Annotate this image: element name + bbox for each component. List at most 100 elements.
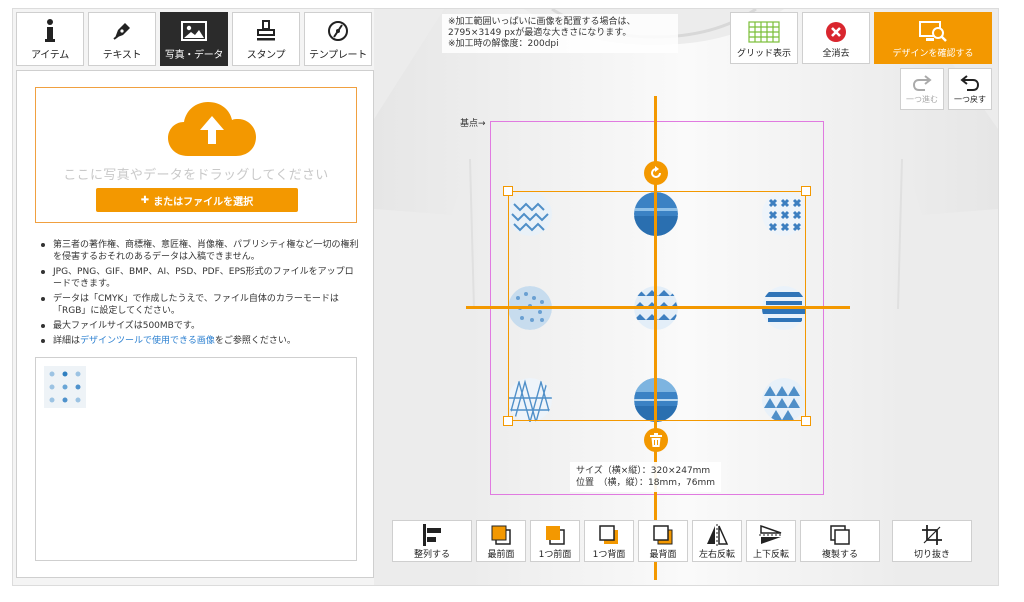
undo-button[interactable]: 一つ戻す (948, 68, 992, 110)
confirm-design-label: デザインを確認する (892, 48, 974, 59)
bring-forward-button[interactable]: 1つ前面 (530, 520, 580, 562)
arrange-toolbar: 整列する 最前面 1つ前面 1つ背面 最背面 左右反転 上下反転 複製する (392, 520, 972, 562)
image-icon (181, 18, 207, 44)
drop-instruction: ここに写真やデータをドラッグしてください (63, 168, 329, 183)
note-item-details: 詳細はデザインツールで使用できる画像をご参照ください。 (39, 335, 359, 347)
tab-text[interactable]: テキスト (88, 12, 156, 66)
flip-vertical-label: 上下反転 (752, 549, 789, 560)
template-icon (327, 18, 349, 44)
grid-icon (748, 18, 780, 46)
align-button[interactable]: 整列する (392, 520, 472, 562)
upload-notes: 第三者の著作権、商標権、意匠権、肖像権、パブリシティ権など一切の権利を侵害するお… (39, 239, 359, 350)
base-point-label: 基点→ (460, 119, 486, 129)
top-actions: グリッド表示 全消去 デザインを確認する (730, 12, 992, 64)
close-circle-icon (825, 18, 847, 46)
flip-horizontal-button[interactable]: 左右反転 (692, 520, 742, 562)
send-backward-button[interactable]: 1つ背面 (584, 520, 634, 562)
note-line: 2795×3149 pxが最適な大きさになります。 (448, 28, 632, 38)
send-backward-icon (598, 523, 620, 547)
drop-zone[interactable]: ここに写真やデータをドラッグしてください ✚ またはファイルを選択 (35, 87, 357, 223)
clear-all-label: 全消去 (822, 48, 850, 59)
size-line: サイズ（横×縦）：320×247mm (576, 466, 711, 476)
upload-panel: ここに写真やデータをドラッグしてください ✚ またはファイルを選択 第三者の著作… (16, 70, 374, 578)
note-prefix: 詳細は (53, 336, 81, 346)
duplicate-button[interactable]: 複製する (800, 520, 880, 562)
note-line: ※加工範囲いっぱいに画像を配置する場合は、 (448, 17, 636, 27)
flip-horizontal-label: 左右反転 (698, 549, 735, 560)
position-line: 位置 （横，縦）：18mm，76mm (576, 478, 715, 488)
confirm-design-button[interactable]: デザインを確認する (874, 12, 992, 64)
tab-template[interactable]: テンプレート (304, 12, 372, 66)
stamp-icon (255, 18, 277, 44)
tool-tabs: アイテム テキスト 写真・データ スタンプ テンプレート (16, 12, 372, 66)
send-backward-label: 1つ背面 (592, 549, 626, 560)
tab-label: テンプレート (309, 49, 367, 61)
flip-vertical-button[interactable]: 上下反転 (746, 520, 796, 562)
horizontal-center-guide (466, 306, 850, 309)
cloud-upload-icon (168, 102, 256, 156)
vertical-center-guide (654, 96, 657, 580)
info-icon (44, 18, 56, 44)
bring-to-front-button[interactable]: 最前面 (476, 520, 526, 562)
preview-monitor-icon (918, 18, 948, 46)
resolution-note: ※加工範囲いっぱいに画像を配置する場合は、 2795×3149 pxが最適な大き… (442, 14, 678, 53)
undo-icon (959, 74, 981, 94)
uploaded-images-gallery (35, 357, 357, 561)
note-item: データは「CMYK」で作成したうえで、ファイル自体のカラーモードは「RGB」に設… (39, 293, 359, 317)
history-controls: 一つ進む 一つ戻す (900, 68, 992, 110)
align-left-icon (422, 523, 442, 547)
flip-horizontal-icon (705, 523, 729, 547)
redo-label: 一つ進む (906, 94, 938, 104)
resize-handle-top-right[interactable] (801, 186, 811, 196)
tab-label: テキスト (102, 49, 142, 61)
usable-images-link[interactable]: デザインツールで使用できる画像 (80, 336, 215, 346)
note-item: JPG、PNG、GIF、BMP、AI、PSD、PDF、EPS形式のファイルをアッ… (39, 266, 359, 290)
crop-label: 切り抜き (913, 549, 950, 560)
align-label: 整列する (413, 549, 450, 560)
trash-icon (650, 433, 662, 447)
flip-vertical-icon (759, 523, 783, 547)
uploaded-image-thumbnail[interactable] (44, 366, 86, 408)
tab-item[interactable]: アイテム (16, 12, 84, 66)
pattern-dot (508, 192, 552, 236)
send-to-back-button[interactable]: 最背面 (638, 520, 688, 562)
crop-button[interactable]: 切り抜き (892, 520, 972, 562)
duplicate-label: 複製する (821, 549, 858, 560)
tab-stamp[interactable]: スタンプ (232, 12, 300, 66)
send-to-back-label: 最背面 (649, 549, 677, 560)
tab-label: スタンプ (246, 49, 286, 61)
delete-handle[interactable] (644, 428, 668, 452)
tab-label: アイテム (31, 49, 69, 61)
redo-button[interactable]: 一つ進む (900, 68, 944, 110)
grid-toggle-button[interactable]: グリッド表示 (730, 12, 798, 64)
pen-icon (111, 18, 133, 44)
redo-icon (911, 74, 933, 94)
resize-handle-bottom-right[interactable] (801, 416, 811, 426)
crop-icon (921, 523, 943, 547)
tab-photo-data[interactable]: 写真・データ (160, 12, 228, 66)
undo-label: 一つ戻す (954, 94, 986, 104)
rotate-handle[interactable] (644, 161, 668, 185)
rotate-icon (651, 166, 661, 178)
note-item: 最大ファイルサイズは500MBです。 (39, 320, 359, 332)
select-file-label: またはファイルを選択 (153, 196, 254, 208)
note-line: ※加工時の解像度：200dpi (448, 39, 559, 49)
clear-all-button[interactable]: 全消去 (802, 12, 870, 64)
pattern-dot (508, 378, 552, 422)
bring-to-front-icon (490, 523, 512, 547)
note-item: 第三者の著作権、商標権、意匠権、肖像権、パブリシティ権など一切の権利を侵害するお… (39, 239, 359, 263)
send-to-back-icon (652, 523, 674, 547)
duplicate-icon (829, 523, 851, 547)
resize-handle-top-left[interactable] (503, 186, 513, 196)
note-suffix: をご参照ください。 (214, 336, 296, 346)
pattern-dot (762, 378, 806, 422)
select-file-button[interactable]: ✚ またはファイルを選択 (96, 188, 298, 212)
tab-label: 写真・データ (164, 49, 224, 61)
grid-toggle-label: グリッド表示 (736, 48, 791, 59)
bring-forward-icon (544, 523, 566, 547)
plus-icon: ✚ (140, 194, 150, 206)
resize-handle-bottom-left[interactable] (503, 416, 513, 426)
size-position-info: サイズ（横×縦）：320×247mm 位置 （横，縦）：18mm，76mm (570, 462, 721, 492)
bring-forward-label: 1つ前面 (538, 549, 572, 560)
